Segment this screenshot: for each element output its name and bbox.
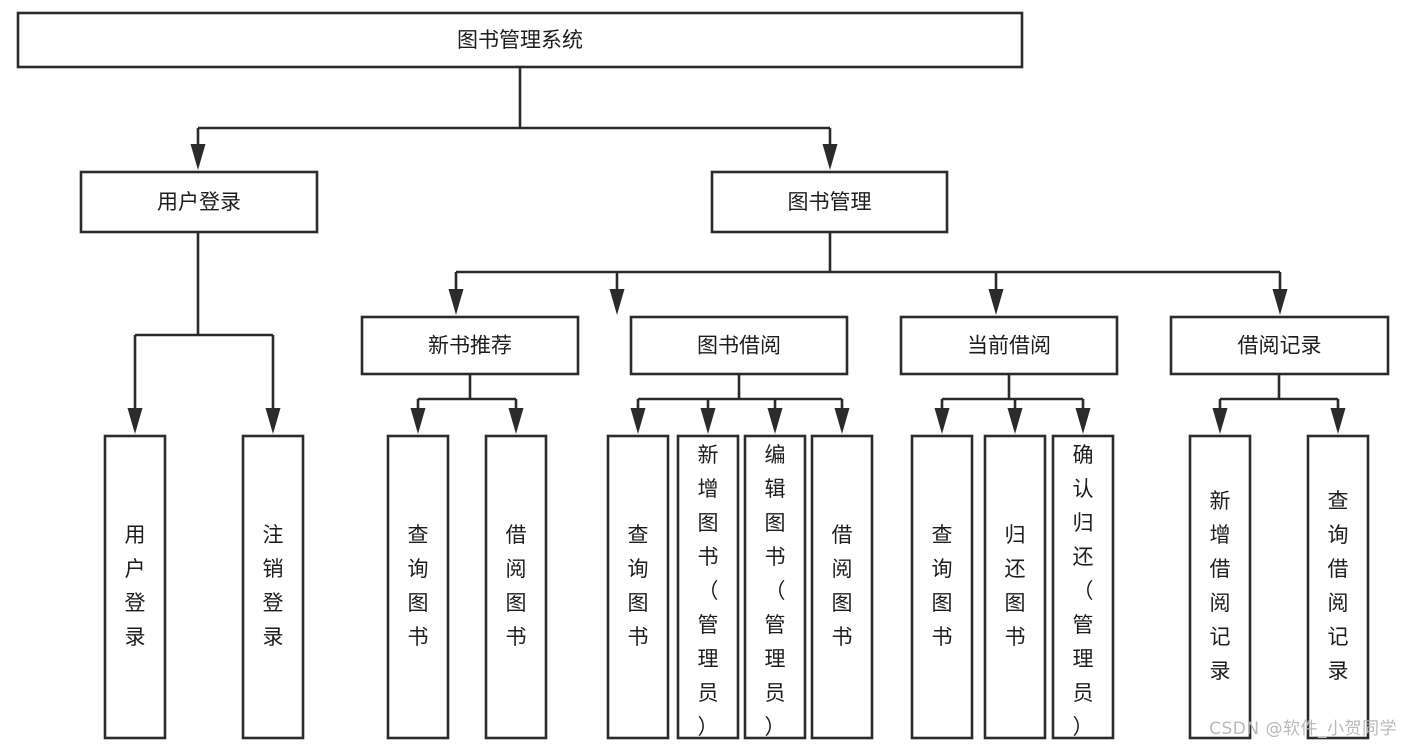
node-box[interactable] — [810, 434, 874, 740]
node-label: 编辑图书（管理员） — [765, 443, 786, 739]
node-label: 确认归还（管理员） — [1073, 443, 1094, 739]
node-label: 借阅记录 — [1238, 334, 1322, 358]
node-leaf-user-logout[interactable]: 注销登录 — [241, 434, 305, 740]
node-box[interactable] — [629, 315, 849, 376]
node-label: 查询图书 — [628, 523, 649, 649]
node-box[interactable] — [983, 434, 1047, 740]
node-box[interactable] — [676, 434, 740, 740]
node-label: 查询借阅记录 — [1328, 489, 1349, 683]
connector-layer — [127, 67, 1346, 434]
node-borrow-record[interactable]: 借阅记录 — [1169, 315, 1390, 376]
arrow-head-icon — [988, 289, 1004, 315]
node-label: 注销登录 — [263, 523, 284, 649]
connector-group-root — [190, 67, 838, 170]
node-box[interactable] — [79, 170, 319, 234]
node-leaf-user-login[interactable]: 用户登录 — [103, 434, 167, 740]
node-label: 新增借阅记录 — [1210, 489, 1231, 683]
node-box[interactable] — [484, 434, 548, 740]
node-bb-borrow-book[interactable]: 借阅图书 — [810, 434, 874, 740]
node-box[interactable] — [16, 11, 1024, 69]
node-box[interactable] — [386, 434, 450, 740]
node-label: 用户登录 — [157, 190, 241, 214]
node-box[interactable] — [1188, 434, 1252, 740]
node-label: 查询图书 — [408, 523, 429, 649]
node-label: 借阅图书 — [832, 523, 853, 649]
node-nbr-borrow-book[interactable]: 借阅图书 — [484, 434, 548, 740]
node-box[interactable] — [360, 315, 580, 376]
arrow-head-icon — [822, 144, 838, 170]
node-box[interactable] — [1306, 434, 1370, 740]
arrow-head-icon — [1075, 408, 1091, 434]
arrow-head-icon — [190, 144, 206, 170]
node-layer: 图书管理系统用户登录图书管理新书推荐图书借阅当前借阅借阅记录用户登录注销登录查询… — [16, 11, 1390, 740]
connector-group-book-management — [448, 232, 1288, 315]
node-cb-return-book[interactable]: 归还图书 — [983, 434, 1047, 740]
node-box[interactable] — [1051, 434, 1115, 740]
node-box[interactable] — [241, 434, 305, 740]
arrow-head-icon — [700, 408, 716, 434]
node-label: 新书推荐 — [428, 334, 512, 358]
node-label: 图书管理 — [788, 190, 872, 214]
node-cb-query-book[interactable]: 查询图书 — [910, 434, 974, 740]
node-box[interactable] — [910, 434, 974, 740]
node-box[interactable] — [103, 434, 167, 740]
node-nbr-query-book[interactable]: 查询图书 — [386, 434, 450, 740]
arrow-head-icon — [630, 408, 646, 434]
connector-group-new-book-recommend — [410, 374, 524, 434]
connector-group-user-login — [127, 232, 281, 434]
arrow-head-icon — [609, 289, 625, 315]
node-book-borrow[interactable]: 图书借阅 — [629, 315, 849, 376]
node-label: 归还图书 — [1005, 523, 1026, 649]
node-box[interactable] — [899, 315, 1119, 376]
arrow-head-icon — [767, 408, 783, 434]
node-label: 查询图书 — [932, 523, 953, 649]
node-label: 图书管理系统 — [457, 28, 583, 52]
arrow-head-icon — [127, 408, 143, 434]
node-label: 借阅图书 — [506, 523, 527, 649]
node-label: 当前借阅 — [967, 334, 1051, 358]
node-label: 图书借阅 — [697, 334, 781, 358]
node-label: 用户登录 — [125, 523, 146, 649]
node-box[interactable] — [606, 434, 670, 740]
node-br-query-record[interactable]: 查询借阅记录 — [1306, 434, 1370, 740]
node-new-book-recommend[interactable]: 新书推荐 — [360, 315, 580, 376]
arrow-head-icon — [410, 408, 426, 434]
arrow-head-icon — [1007, 408, 1023, 434]
node-box[interactable] — [743, 434, 807, 740]
connector-group-borrow-record — [1212, 374, 1346, 434]
arrow-head-icon — [1272, 289, 1288, 315]
node-bb-query-book[interactable]: 查询图书 — [606, 434, 670, 740]
arrow-head-icon — [448, 289, 464, 315]
arrow-head-icon — [1212, 408, 1228, 434]
node-label: 新增图书（管理员） — [698, 443, 719, 739]
node-box[interactable] — [710, 170, 949, 234]
node-bb-edit-book[interactable]: 编辑图书（管理员） — [743, 434, 807, 740]
connector-group-current-borrow — [934, 374, 1091, 434]
arrow-head-icon — [1330, 408, 1346, 434]
arrow-head-icon — [265, 408, 281, 434]
arrow-head-icon — [834, 408, 850, 434]
node-book-management[interactable]: 图书管理 — [710, 170, 949, 234]
node-box[interactable] — [1169, 315, 1390, 376]
node-cb-confirm-return[interactable]: 确认归还（管理员） — [1051, 434, 1115, 740]
node-bb-add-book[interactable]: 新增图书（管理员） — [676, 434, 740, 740]
node-current-borrow[interactable]: 当前借阅 — [899, 315, 1119, 376]
node-user-login[interactable]: 用户登录 — [79, 170, 319, 234]
watermark-label: CSDN @软件_小贺同学 — [1209, 719, 1397, 739]
node-br-add-record[interactable]: 新增借阅记录 — [1188, 434, 1252, 740]
arrow-head-icon — [508, 408, 524, 434]
connector-group-book-borrow — [630, 374, 850, 434]
arrow-head-icon — [934, 408, 950, 434]
node-root[interactable]: 图书管理系统 — [16, 11, 1024, 69]
